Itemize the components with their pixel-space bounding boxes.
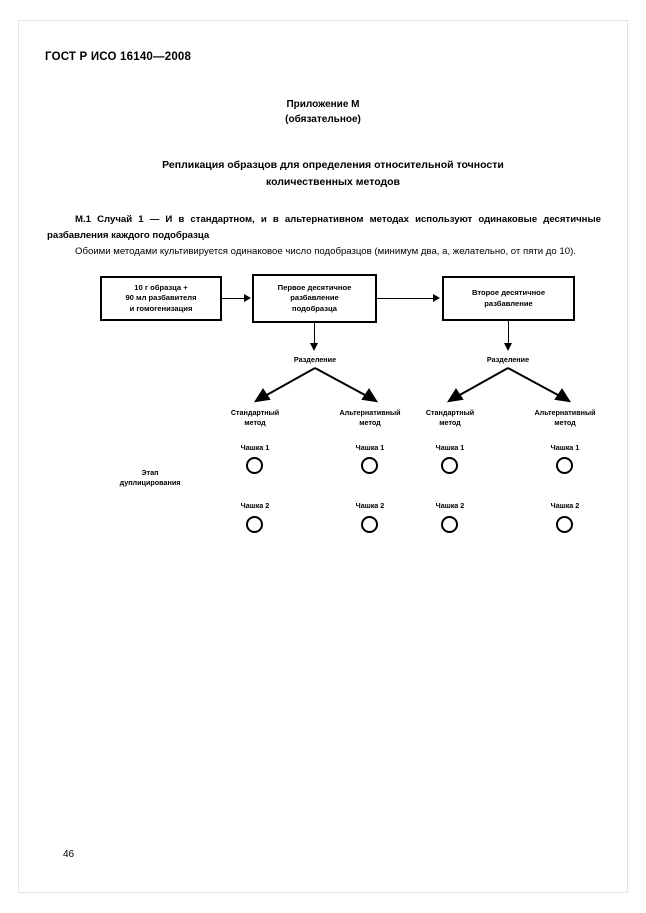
petri-dish-r2-c3 xyxy=(441,516,458,533)
method-label-4-alternative: Альтернативный метод xyxy=(519,408,611,428)
paragraph-2-text: Обоими методами культивируется одинаково… xyxy=(75,246,576,257)
appendix-subtitle: (обязательное) xyxy=(285,114,361,125)
dish-label-r2-c3: Чашка 2 xyxy=(435,501,465,510)
flow-box-sample-preparation: 10 г образца + 90 мл разбавителя и гомог… xyxy=(100,276,222,321)
dish-label-r2-c4: Чашка 2 xyxy=(550,501,580,510)
method-label-1-standard: Стандартный метод xyxy=(209,408,301,428)
dish-label-r1-c2: Чашка 1 xyxy=(355,443,385,452)
arrowhead-box2-down xyxy=(309,343,318,351)
paragraph-2: Обоими методами культивируется одинаково… xyxy=(47,244,601,260)
arrowhead-box2-box3 xyxy=(433,294,440,302)
method-label-2-alternative: Альтернативный метод xyxy=(324,408,416,428)
page-title: Репликация образцов для определения отно… xyxy=(79,157,587,191)
flow-box-2-line-2: разбавление xyxy=(290,293,339,303)
stage-label-duplication: Этап дуплицирования xyxy=(107,468,193,488)
petri-dish-r2-c4 xyxy=(556,516,573,533)
flow-box-1-line-2: 90 мл разбавителя xyxy=(125,293,197,303)
stage-label-line-2: дуплицирования xyxy=(119,478,181,487)
appendix-title: Приложение М xyxy=(286,99,360,110)
petri-dish-r1-c4 xyxy=(556,457,573,474)
page-number: 46 xyxy=(63,849,75,860)
method-label-2-line-2: метод xyxy=(359,418,381,427)
split-label-right: Разделение xyxy=(486,355,530,364)
method-label-3-line-2: метод xyxy=(439,418,461,427)
dish-label-r1-c3: Чашка 1 xyxy=(435,443,465,452)
petri-dish-r1-c3 xyxy=(441,457,458,474)
connector-box2-box3 xyxy=(377,298,433,299)
branch-arrows-right xyxy=(446,367,572,403)
connector-box2-down xyxy=(314,323,315,345)
dish-label-r1-c1: Чашка 1 xyxy=(240,443,270,452)
connector-box1-box2 xyxy=(222,298,244,299)
clause-m1-heading: М.1 Случай 1 — И в стандартном, и в альт… xyxy=(47,212,601,243)
method-label-4-line-2: метод xyxy=(554,418,576,427)
petri-dish-r2-c2 xyxy=(361,516,378,533)
branch-arrows-left xyxy=(253,367,379,403)
flow-box-first-dilution: Первое десятичное разбавление подобразца xyxy=(252,274,377,323)
flow-box-second-dilution: Второе десятичное разбавление xyxy=(442,276,575,321)
flow-box-3-text: Второе десятичное разбавление xyxy=(472,288,545,309)
body-text: М.1 Случай 1 — И в стандартном, и в альт… xyxy=(47,212,601,260)
page-title-line-1: Репликация образцов для определения отно… xyxy=(162,159,504,171)
arrowhead-box1-box2 xyxy=(244,294,251,302)
clause-m1-text: М.1 Случай 1 — И в стандартном, и в альт… xyxy=(47,214,601,241)
method-label-1-line-1: Стандартный xyxy=(230,408,280,417)
dish-label-r2-c1: Чашка 2 xyxy=(240,501,270,510)
flow-box-2-line-1: Первое десятичное xyxy=(277,282,352,292)
method-label-2-line-1: Альтернативный xyxy=(339,408,401,417)
arrowhead-box3-down xyxy=(503,343,512,351)
appendix-heading: Приложение М (обязательное) xyxy=(19,97,627,127)
flow-box-1-line-1: 10 г образца + xyxy=(134,282,188,292)
flow-box-3-line-2: разбавление xyxy=(484,298,533,308)
standard-code-header: ГОСТ Р ИСО 16140—2008 xyxy=(45,51,192,63)
method-label-3-line-1: Стандартный xyxy=(425,408,475,417)
page-sheet: ГОСТ Р ИСО 16140—2008 Приложение М (обяз… xyxy=(18,20,628,893)
petri-dish-r1-c1 xyxy=(246,457,263,474)
petri-dish-r1-c2 xyxy=(361,457,378,474)
flow-box-1-text: 10 г образца + 90 мл разбавителя и гомог… xyxy=(125,283,196,315)
dish-label-r2-c2: Чашка 2 xyxy=(355,501,385,510)
flow-box-1-line-3: и гомогенизация xyxy=(129,303,193,313)
flow-box-3-line-1: Второе десятичное xyxy=(471,288,546,297)
split-label-left: Разделение xyxy=(293,355,337,364)
method-label-4-line-1: Альтернативный xyxy=(534,408,596,417)
connector-box3-down xyxy=(508,321,509,345)
stage-label-line-1: Этап xyxy=(141,468,159,477)
method-label-1-line-2: метод xyxy=(244,418,266,427)
replication-flow-diagram: 10 г образца + 90 мл разбавителя и гомог… xyxy=(19,269,646,569)
flow-box-2-text: Первое десятичное разбавление подобразца xyxy=(278,283,352,315)
petri-dish-r2-c1 xyxy=(246,516,263,533)
flow-box-2-line-3: подобразца xyxy=(291,303,337,313)
dish-label-r1-c4: Чашка 1 xyxy=(550,443,580,452)
method-label-3-standard: Стандартный метод xyxy=(404,408,496,428)
page-title-line-2: количественных методов xyxy=(265,176,401,188)
